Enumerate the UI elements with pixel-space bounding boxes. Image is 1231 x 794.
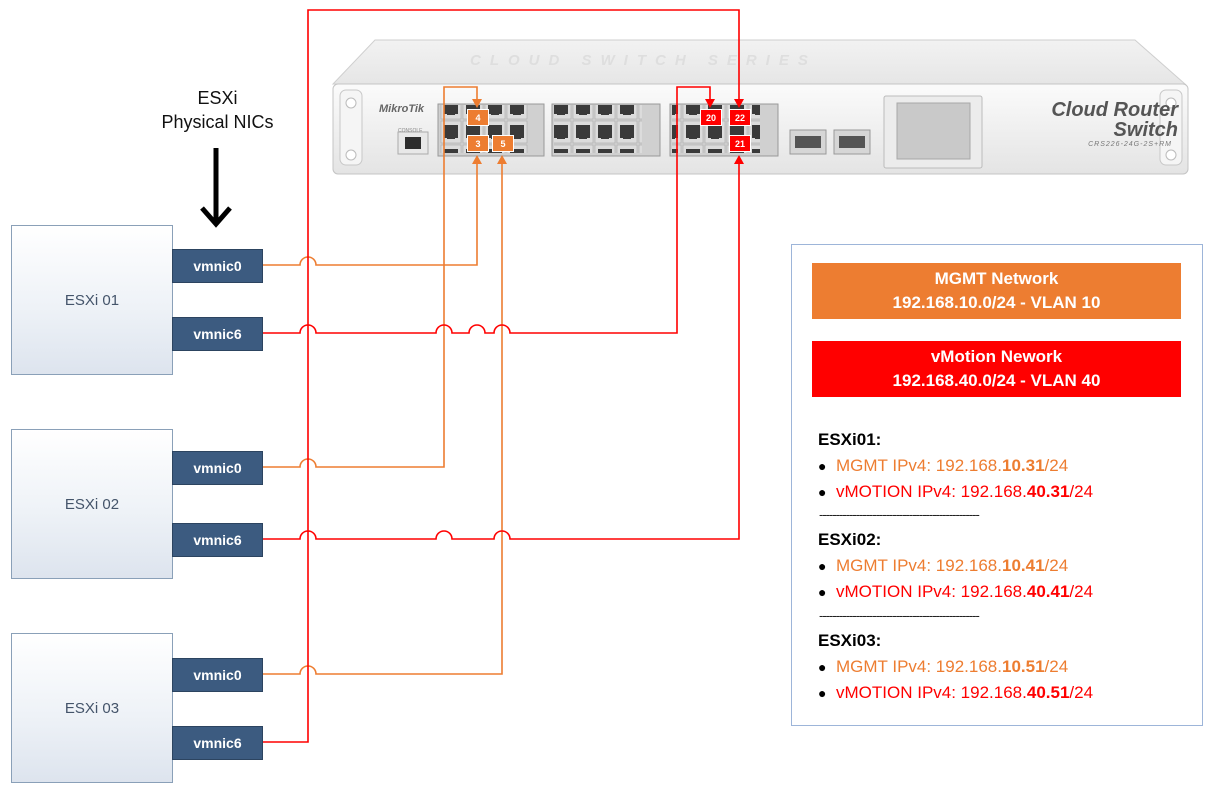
mgmt-network-name: MGMT Network — [934, 269, 1059, 288]
down-arrow-icon — [200, 148, 232, 228]
legend-host-block: ESXi02: ● MGMT IPv4: 192.168.10.41/24 ● vM… — [818, 527, 1148, 605]
bullet-icon: ● — [818, 484, 827, 500]
port-5: 5 — [492, 135, 514, 152]
vmotion-arrowheads — [705, 99, 744, 164]
switch-title-line2: Switch — [1113, 119, 1178, 141]
mgmt-ip-octets: 10.31 — [1001, 456, 1045, 475]
legend-vmotion-ip: ● vMOTION IPv4: 192.168.40.51/24 — [818, 680, 1148, 706]
physical-nics-label-line2: Physical NICs — [161, 112, 274, 132]
mgmt-ip-prefix: MGMT IPv4: 192.168. — [836, 556, 1002, 575]
nic-esxi01-vmnic6: vmnic6 — [172, 317, 263, 351]
bullet-icon: ● — [818, 685, 827, 701]
legend-divider: ----------------------------------------… — [819, 608, 980, 623]
nic-esxi03-vmnic0: vmnic0 — [172, 658, 263, 692]
mgmt-network-box: MGMT Network 192.168.10.0/24 - VLAN 10 — [812, 263, 1181, 319]
nic-esxi02-vmnic6: vmnic6 — [172, 523, 263, 557]
network-legend-panel: MGMT Network 192.168.10.0/24 - VLAN 10 v… — [791, 244, 1203, 726]
vmotion-ip-suffix: /24 — [1069, 582, 1094, 601]
legend-vmotion-ip: ● vMOTION IPv4: 192.168.40.31/24 — [818, 479, 1148, 505]
switch-model: CRS226-24G-2S+RM — [1088, 141, 1172, 148]
nic-esxi03-vmnic6: vmnic6 — [172, 726, 263, 760]
legend-host-block: ESXi01: ● MGMT IPv4: 192.168.10.31/24 ● vM… — [818, 427, 1148, 505]
mgmt-arrowheads — [472, 99, 507, 164]
bullet-icon: ● — [818, 584, 827, 600]
mgmt-ip-prefix: MGMT IPv4: 192.168. — [836, 456, 1002, 475]
mgmt-cabling — [262, 86, 503, 675]
vmotion-ip-prefix: vMOTION IPv4: 192.168. — [836, 683, 1027, 702]
legend-mgmt-ip: ● MGMT IPv4: 192.168.10.51/24 — [818, 654, 1148, 680]
vmotion-ip-prefix: vMOTION IPv4: 192.168. — [836, 482, 1027, 501]
mgmt-ip-suffix: /24 — [1044, 456, 1069, 475]
host-name: ESXi 02 — [64, 495, 120, 513]
nic-esxi02-vmnic0: vmnic0 — [172, 451, 263, 485]
legend-vmotion-ip: ● vMOTION IPv4: 192.168.40.41/24 — [818, 579, 1148, 605]
mgmt-ip-octets: 10.41 — [1001, 556, 1045, 575]
vmotion-ip-octets: 40.31 — [1026, 482, 1070, 501]
vmotion-ip-octets: 40.51 — [1026, 683, 1070, 702]
vmotion-ip-prefix: vMOTION IPv4: 192.168. — [836, 582, 1027, 601]
legend-host-title: ESXi03: — [818, 631, 882, 650]
mgmt-ip-prefix: MGMT IPv4: 192.168. — [836, 657, 1002, 676]
legend-mgmt-ip: ● MGMT IPv4: 192.168.10.41/24 — [818, 553, 1148, 579]
legend-host-title: ESXi02: — [818, 530, 882, 549]
legend-host-block: ESXi03: ● MGMT IPv4: 192.168.10.51/24 ● vM… — [818, 628, 1148, 706]
vmotion-ip-suffix: /24 — [1069, 683, 1094, 702]
switch-brand-title: Cloud Router Switch — [1018, 100, 1178, 140]
vmotion-network-name: vMotion Nework — [930, 347, 1063, 366]
legend-divider: ----------------------------------------… — [819, 507, 980, 522]
physical-nics-label-line1: ESXi — [197, 88, 238, 108]
port-3: 3 — [467, 135, 489, 152]
port-22: 22 — [729, 109, 751, 126]
vmotion-ip-suffix: /24 — [1069, 482, 1094, 501]
host-esxi-02: ESXi 02 — [11, 429, 173, 579]
mgmt-ip-suffix: /24 — [1044, 657, 1069, 676]
bullet-icon: ● — [818, 458, 827, 474]
bullet-icon: ● — [818, 558, 827, 574]
port-21: 21 — [729, 135, 751, 152]
mgmt-ip-suffix: /24 — [1044, 556, 1069, 575]
port-4: 4 — [467, 109, 489, 126]
legend-host-title: ESXi01: — [818, 430, 882, 449]
switch-series-watermark: CLOUD SWITCH SERIES — [470, 52, 817, 69]
vmotion-network-subnet: 192.168.40.0/24 - VLAN 40 — [892, 371, 1101, 390]
host-esxi-01: ESXi 01 — [11, 225, 173, 375]
mikrotik-logo: MikroTik — [379, 103, 425, 115]
host-name: ESXi 01 — [64, 291, 120, 309]
mgmt-ip-octets: 10.51 — [1001, 657, 1045, 676]
legend-mgmt-ip: ● MGMT IPv4: 192.168.10.31/24 — [818, 453, 1148, 479]
vmotion-cabling — [262, 9, 740, 743]
port-20: 20 — [700, 109, 722, 126]
host-esxi-03: ESXi 03 — [11, 633, 173, 783]
bullet-icon: ● — [818, 659, 827, 675]
physical-nics-label: ESXi Physical NICs — [150, 86, 285, 134]
vmotion-network-box: vMotion Nework 192.168.40.0/24 - VLAN 40 — [812, 341, 1181, 397]
host-name: ESXi 03 — [64, 699, 120, 717]
switch-chassis — [331, 39, 1189, 175]
console-label: CONSOLE — [398, 128, 423, 134]
vmotion-ip-octets: 40.41 — [1026, 582, 1070, 601]
mgmt-network-subnet: 192.168.10.0/24 - VLAN 10 — [892, 293, 1101, 312]
nic-esxi01-vmnic0: vmnic0 — [172, 249, 263, 283]
switch-title-line1: Cloud Router — [1051, 99, 1178, 121]
